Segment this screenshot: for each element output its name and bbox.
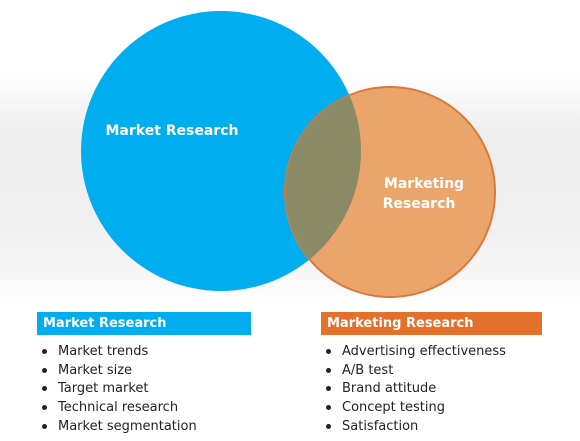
list-item: Brand attitude — [321, 380, 542, 399]
list-item-label: A/B test — [342, 362, 394, 378]
bullet-icon — [326, 348, 331, 354]
list-item: Market size — [37, 361, 251, 380]
bullet-icon — [42, 348, 47, 354]
list-item: Target market — [37, 380, 251, 399]
list-item: Market trends — [37, 342, 251, 361]
list-item: Advertising effectiveness — [321, 342, 542, 361]
list-item: Technical research — [37, 398, 251, 417]
bullet-icon — [42, 386, 47, 392]
list-item: Concept testing — [321, 398, 542, 417]
list-item-label: Technical research — [58, 400, 179, 416]
marketing-research-header: Marketing Research — [321, 312, 542, 335]
marketing-research-circle-label-line2: Research — [383, 196, 456, 212]
list-item-label: Market segmentation — [58, 419, 197, 435]
list-item-label: Market size — [58, 362, 133, 378]
bullet-icon — [42, 367, 47, 373]
bullet-icon — [42, 424, 47, 430]
venn-diagram: Market Research Marketing Research — [81, 11, 496, 298]
list-item-label: Market trends — [58, 343, 149, 359]
list-item-label: Advertising effectiveness — [342, 343, 506, 359]
bullet-icon — [42, 405, 47, 411]
list-item-label: Satisfaction — [342, 419, 419, 435]
list-item-label: Concept testing — [342, 400, 445, 416]
list-item: A/B test — [321, 361, 542, 380]
market-research-panel: Market Research Market trends Market siz… — [37, 312, 251, 436]
market-research-list: Market trends Market size Target market … — [37, 342, 251, 436]
bullet-icon — [326, 424, 331, 430]
bullet-icon — [326, 386, 331, 392]
marketing-research-circle-label-line1: Marketing — [384, 176, 464, 192]
list-item-label: Brand attitude — [342, 381, 437, 397]
list-item: Market segmentation — [37, 417, 251, 436]
list-item: Satisfaction — [321, 417, 542, 436]
market-research-circle-label: Market Research — [106, 123, 239, 139]
list-item-label: Target market — [58, 381, 149, 397]
bullet-icon — [326, 367, 331, 373]
market-research-header: Market Research — [37, 312, 251, 335]
bullet-icon — [326, 405, 331, 411]
marketing-research-list: Advertising effectiveness A/B test Brand… — [321, 342, 542, 436]
marketing-research-panel: Marketing Research Advertising effective… — [321, 312, 542, 436]
